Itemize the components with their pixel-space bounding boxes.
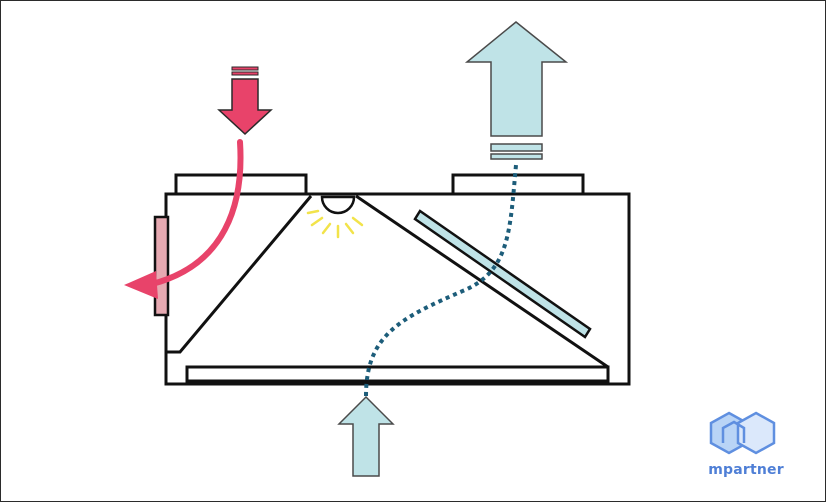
side-filter-panel [153, 215, 170, 317]
hexagon-logo-icon [709, 411, 776, 455]
left-diagonal-baffle [166, 195, 313, 354]
right-diagonal-baffle [355, 194, 609, 369]
intake-up-arrow [337, 395, 395, 477]
right-top-collar [451, 173, 585, 197]
glass-panel [413, 209, 592, 339]
exhaust-up-arrow [464, 21, 569, 160]
lamp-icon [306, 195, 364, 239]
bottom-tray [185, 365, 610, 383]
warm-air-curved-arrow [124, 139, 244, 299]
warm-air-down-arrow [217, 66, 273, 136]
logo-text: mpartner [708, 462, 784, 478]
